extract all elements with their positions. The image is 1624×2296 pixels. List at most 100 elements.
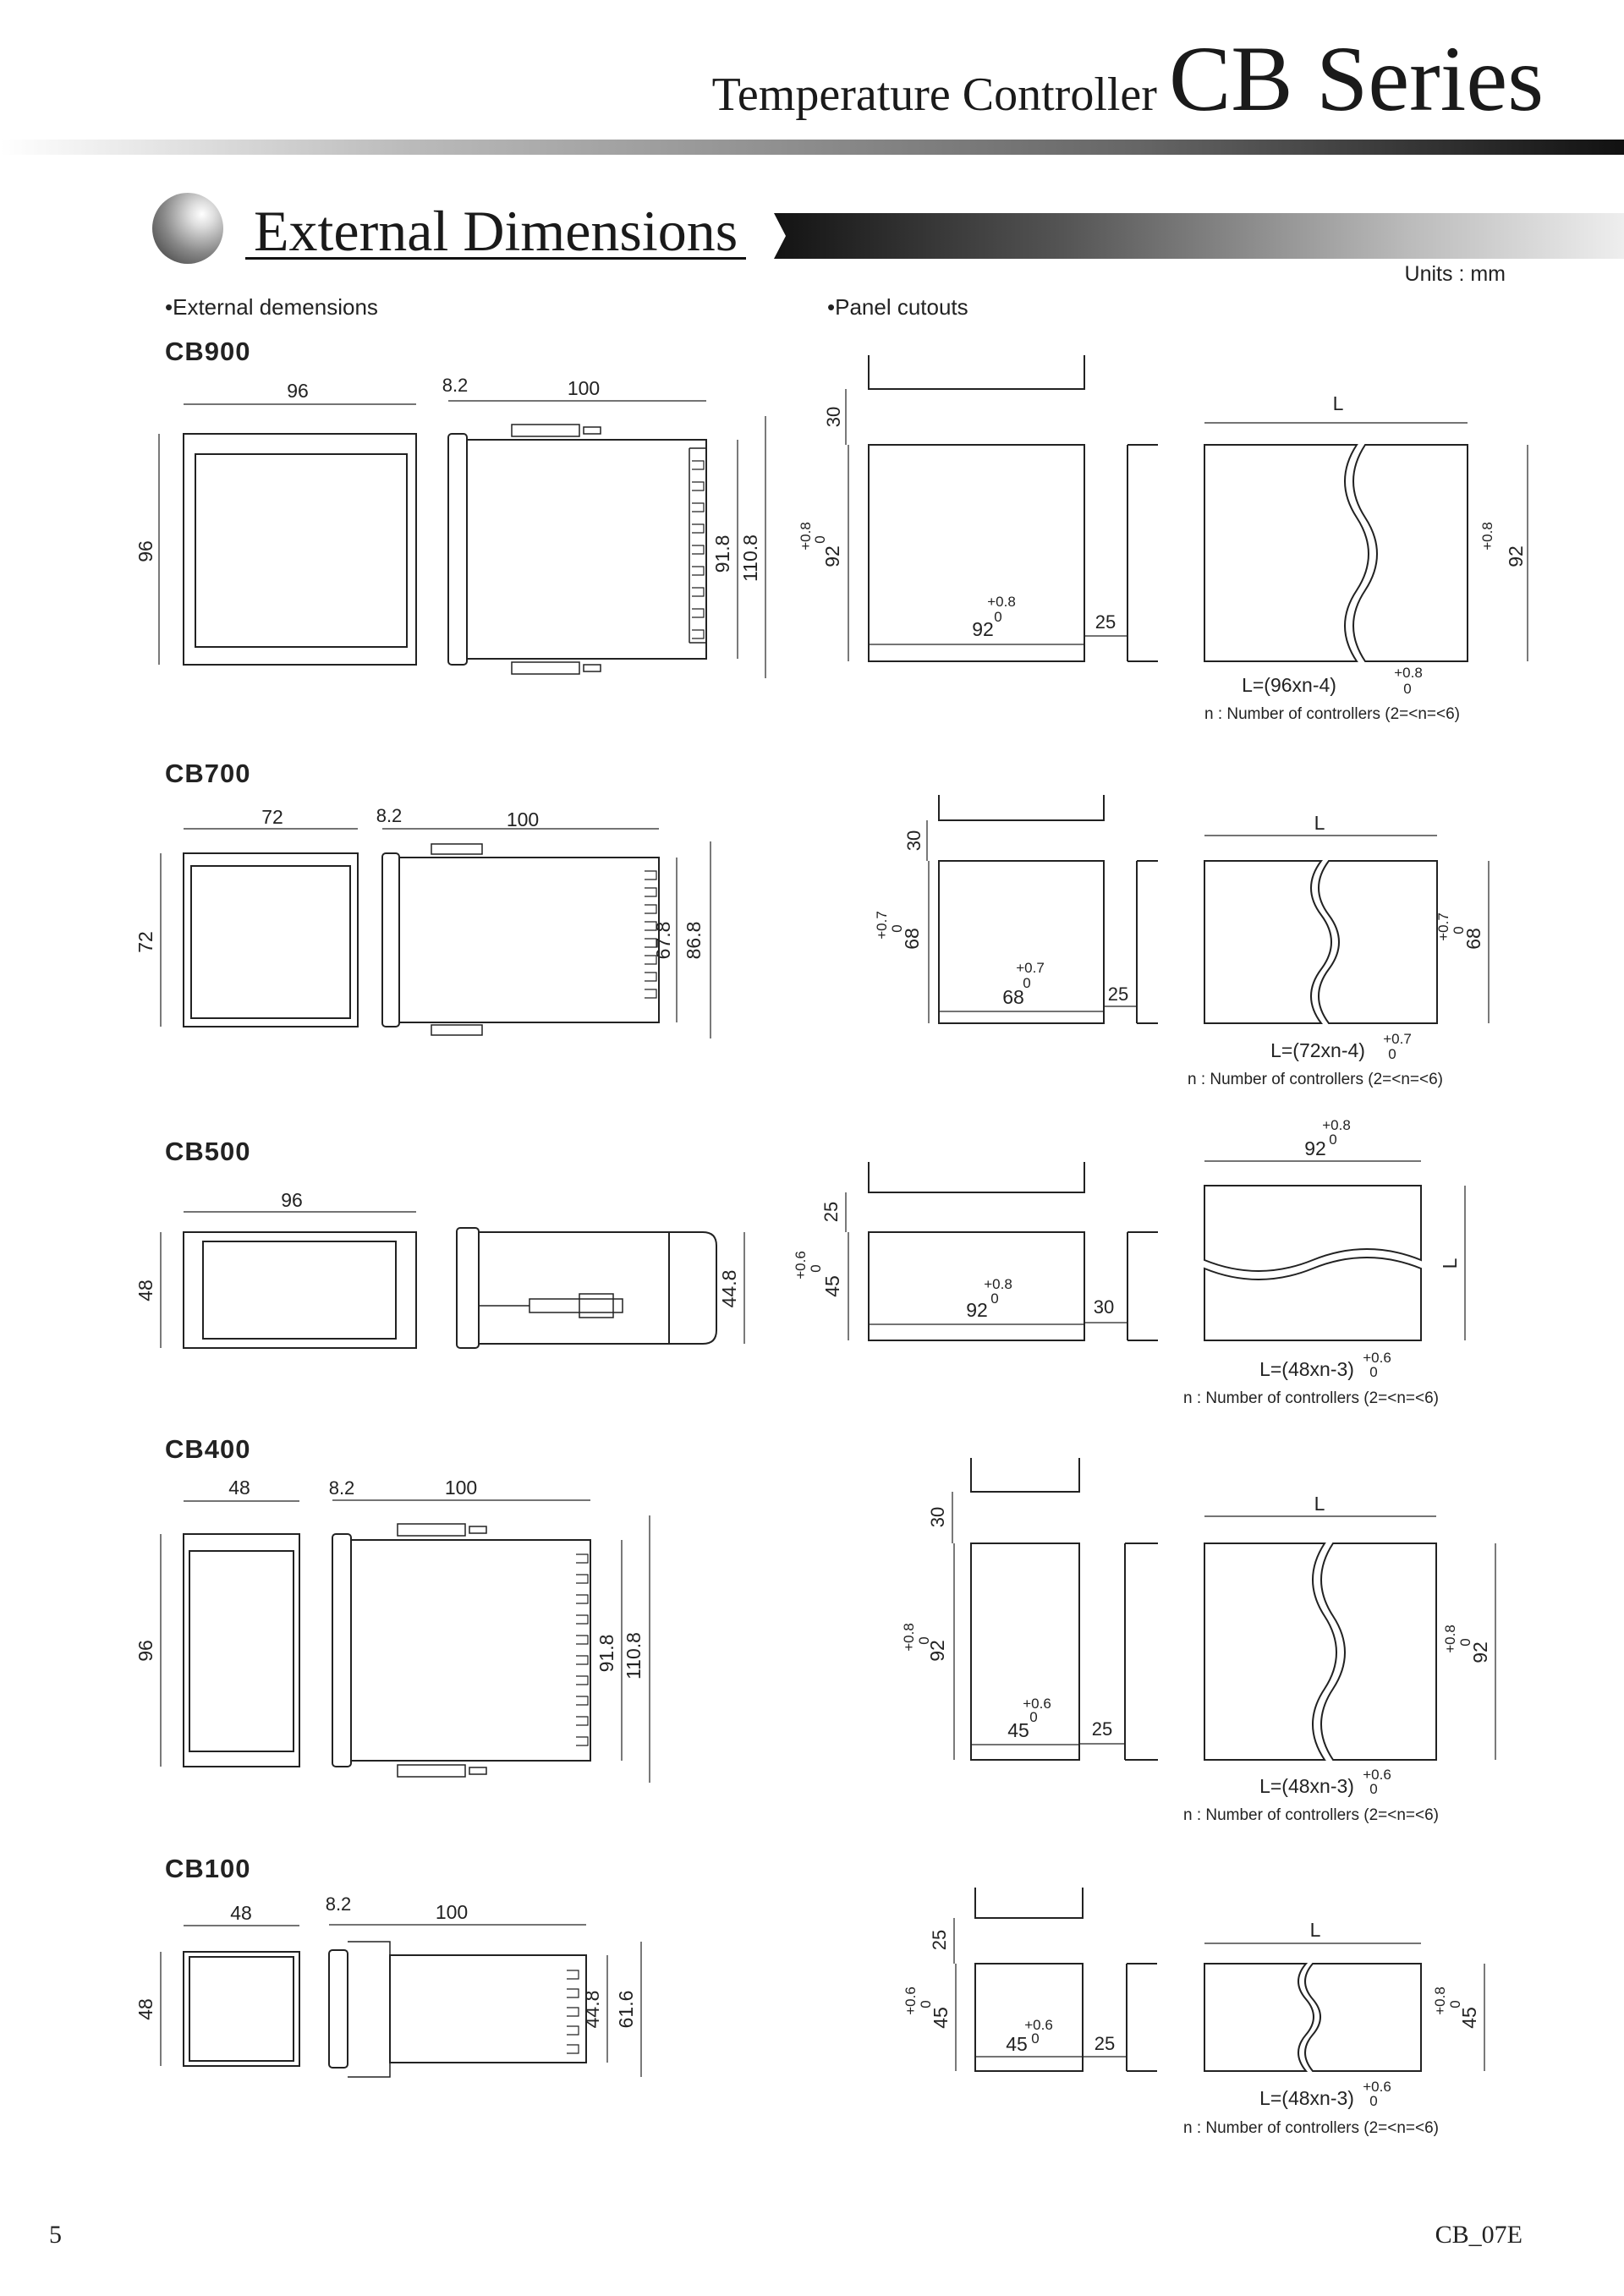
cb400-external: 48 96 8.2 100 91.8 110.8 xyxy=(134,1477,650,1783)
cb700-cutout-height: 68 xyxy=(901,928,923,950)
cb500-multi-top xyxy=(1204,1185,1422,1272)
cb900-front-outline xyxy=(183,433,417,666)
cb400-bottom-bracket xyxy=(397,1764,487,1778)
cb900-front-width: 96 xyxy=(287,380,309,402)
cb700-outer-height: 86.8 xyxy=(683,922,705,960)
cb100-external: 48 48 8.2 100 44.8 61.6 xyxy=(134,1893,642,2078)
cb900-side-bezel xyxy=(447,433,468,666)
cb500-front-window xyxy=(202,1241,397,1340)
cb500-cutout-width-tol: +0.8 xyxy=(984,1276,1012,1292)
model-label-cb400: CB400 xyxy=(165,1434,251,1464)
cb700-multi: L 68 +0.7 0 L=(72xn-4) +0.7 0 n : Number… xyxy=(1188,812,1490,1088)
cb700-front-window xyxy=(190,865,351,1019)
cb500-multi-width-tol-zero: 0 xyxy=(1329,1132,1336,1148)
cb400-multi: L 92 +0.8 0 L=(48xn-3) +0.6 0 n : Number… xyxy=(1183,1493,1496,1824)
cb500-cutout-height: 45 xyxy=(821,1275,843,1297)
cb400-multi-height-tol-zero: 0 xyxy=(1457,1638,1473,1646)
cb400-terminal-teeth xyxy=(576,1553,589,1746)
cb900-terminal-teeth xyxy=(692,460,705,639)
cb400-cutout-width-tol-zero: 0 xyxy=(1029,1709,1037,1725)
section-gradient-bar xyxy=(774,213,1624,259)
cb700-cutout: 30 68 +0.7 0 68 +0.7 0 25 xyxy=(874,795,1158,1024)
cb700-cutout-height-tol: +0.7 xyxy=(874,911,890,940)
cb500-cutout-hole xyxy=(868,1231,1085,1341)
cb400-cutout-upper xyxy=(970,1458,1080,1493)
cb900-top-bracket xyxy=(511,424,601,437)
cb900-multi-height-tol: +0.8 xyxy=(1479,522,1495,551)
cb400-cutout-width-tol: +0.6 xyxy=(1023,1696,1051,1712)
cb100-terminal-teeth xyxy=(567,1970,579,2054)
cb400-cutout-top: 30 xyxy=(927,1507,948,1527)
cb500-multi-width-tol: +0.8 xyxy=(1322,1117,1351,1133)
cb700-multi-formula: L=(72xn-4) xyxy=(1270,1039,1365,1061)
cb100-multi-left xyxy=(1204,1963,1314,2072)
cb100-side-body xyxy=(389,1954,587,2063)
cb100-front-height: 48 xyxy=(134,1998,156,2020)
cb700-inner-height: 67.8 xyxy=(652,922,674,960)
cb900-cutout-height-tol: +0.8 xyxy=(798,522,814,551)
cb400-outer-height: 110.8 xyxy=(623,1632,645,1680)
cb400-cutout: 30 92 +0.8 0 45 +0.6 0 25 xyxy=(901,1458,1158,1761)
model-label-cb700: CB700 xyxy=(165,759,251,788)
cb900-bottom-bracket xyxy=(511,661,601,675)
cb900-external: 96 96 8.2 100 91.8 110.8 xyxy=(134,375,766,678)
cb500-side-rear xyxy=(669,1231,717,1345)
cb400-multi-note: n : Number of controllers (2=<n=<6) xyxy=(1183,1806,1439,1824)
cb100-cutout-height-tol-zero: 0 xyxy=(918,2000,934,2008)
cb700-cutout-height-tol-zero: 0 xyxy=(889,924,905,932)
cb500-cutout-width: 92 xyxy=(966,1299,988,1321)
cb900-cutout-hole xyxy=(868,444,1085,662)
cb900-multi: L 92 +0.8 L=(96xn-4) +0.8 0 n : Number o… xyxy=(1204,392,1528,723)
cb700-bottom-bracket xyxy=(431,1024,483,1036)
cb100-front-width: 48 xyxy=(230,1902,252,1924)
cb100-multi-formula-tol: +0.6 xyxy=(1363,2079,1391,2095)
cb900-front-window xyxy=(195,453,408,648)
document-code: CB_07E xyxy=(1435,2221,1522,2249)
cb700-multi-formula-tol: +0.7 xyxy=(1383,1031,1412,1047)
cb400-cutout-height-tol-zero: 0 xyxy=(916,1636,932,1644)
cb700-top-bracket xyxy=(431,843,483,855)
cb700-side-bezel xyxy=(381,852,400,1027)
cb400-cutout-width: 45 xyxy=(1007,1719,1029,1741)
cb900-cutout-width-tol-zero: 0 xyxy=(994,609,1001,625)
cb700-multi-height: 68 xyxy=(1462,928,1484,950)
cb500-side-bezel xyxy=(456,1227,480,1349)
cb100-cutout-width: 45 xyxy=(1006,2033,1028,2055)
cb700-multi-left xyxy=(1204,860,1332,1024)
cb700-multi-right xyxy=(1318,860,1438,1024)
cb100-cutout-neighbor xyxy=(1126,1963,1157,2072)
cb400-top-bracket xyxy=(397,1523,487,1537)
cb500-side-body xyxy=(478,1231,670,1345)
cb700-side-body xyxy=(398,857,660,1023)
cb500-multi-formula-tol: +0.6 xyxy=(1363,1350,1391,1366)
cb100-multi: L 45 +0.8 0 L=(48xn-3) +0.6 0 n : Number… xyxy=(1183,1919,1485,2137)
cb400-side-bezel xyxy=(332,1533,352,1767)
cb700-cutout-upper xyxy=(938,795,1105,821)
cb100-cutout-hole xyxy=(974,1963,1084,2072)
cb400-multi-formula: L=(48xn-3) xyxy=(1259,1775,1354,1797)
header-title-big: CB Series xyxy=(1168,27,1544,130)
cb400-front-window xyxy=(189,1550,294,1752)
cb700-cutout-top: 30 xyxy=(903,830,924,851)
cb700-external: 72 72 8.2 100 67.8 86.8 xyxy=(134,805,711,1038)
cb500-inner-height: 44.8 xyxy=(718,1270,740,1308)
cb900-terminals xyxy=(689,447,706,644)
cb700-terminal-teeth xyxy=(645,870,657,999)
cb400-cutout-height: 92 xyxy=(926,1640,948,1662)
cb100-cutout-height: 45 xyxy=(930,2007,952,2029)
model-label-cb900: CB900 xyxy=(165,337,251,366)
cb400-multi-height: 92 xyxy=(1469,1641,1491,1663)
cb100-depth: 100 xyxy=(436,1901,468,1923)
cb900-multi-formula: L=(96xn-4) xyxy=(1242,674,1336,696)
cb900-side-body xyxy=(466,439,707,660)
cb700-multi-note: n : Number of controllers (2=<n=<6) xyxy=(1188,1071,1443,1088)
cb900-cutout-upper xyxy=(868,355,1085,390)
cb100-side-clamp xyxy=(348,1941,391,2078)
cb500-multi-length: L xyxy=(1439,1258,1461,1269)
cb700-cutout-width: 68 xyxy=(1002,986,1024,1008)
cb500-multi-formula-tol-zero: 0 xyxy=(1369,1364,1377,1380)
cb500-multi: 92 +0.8 0 L L=(48xn-3) +0.6 0 n : Number… xyxy=(1183,1117,1466,1407)
cb500-cutout-top: 25 xyxy=(820,1202,842,1222)
cb100-cutout-width-tol-zero: 0 xyxy=(1031,2030,1039,2047)
